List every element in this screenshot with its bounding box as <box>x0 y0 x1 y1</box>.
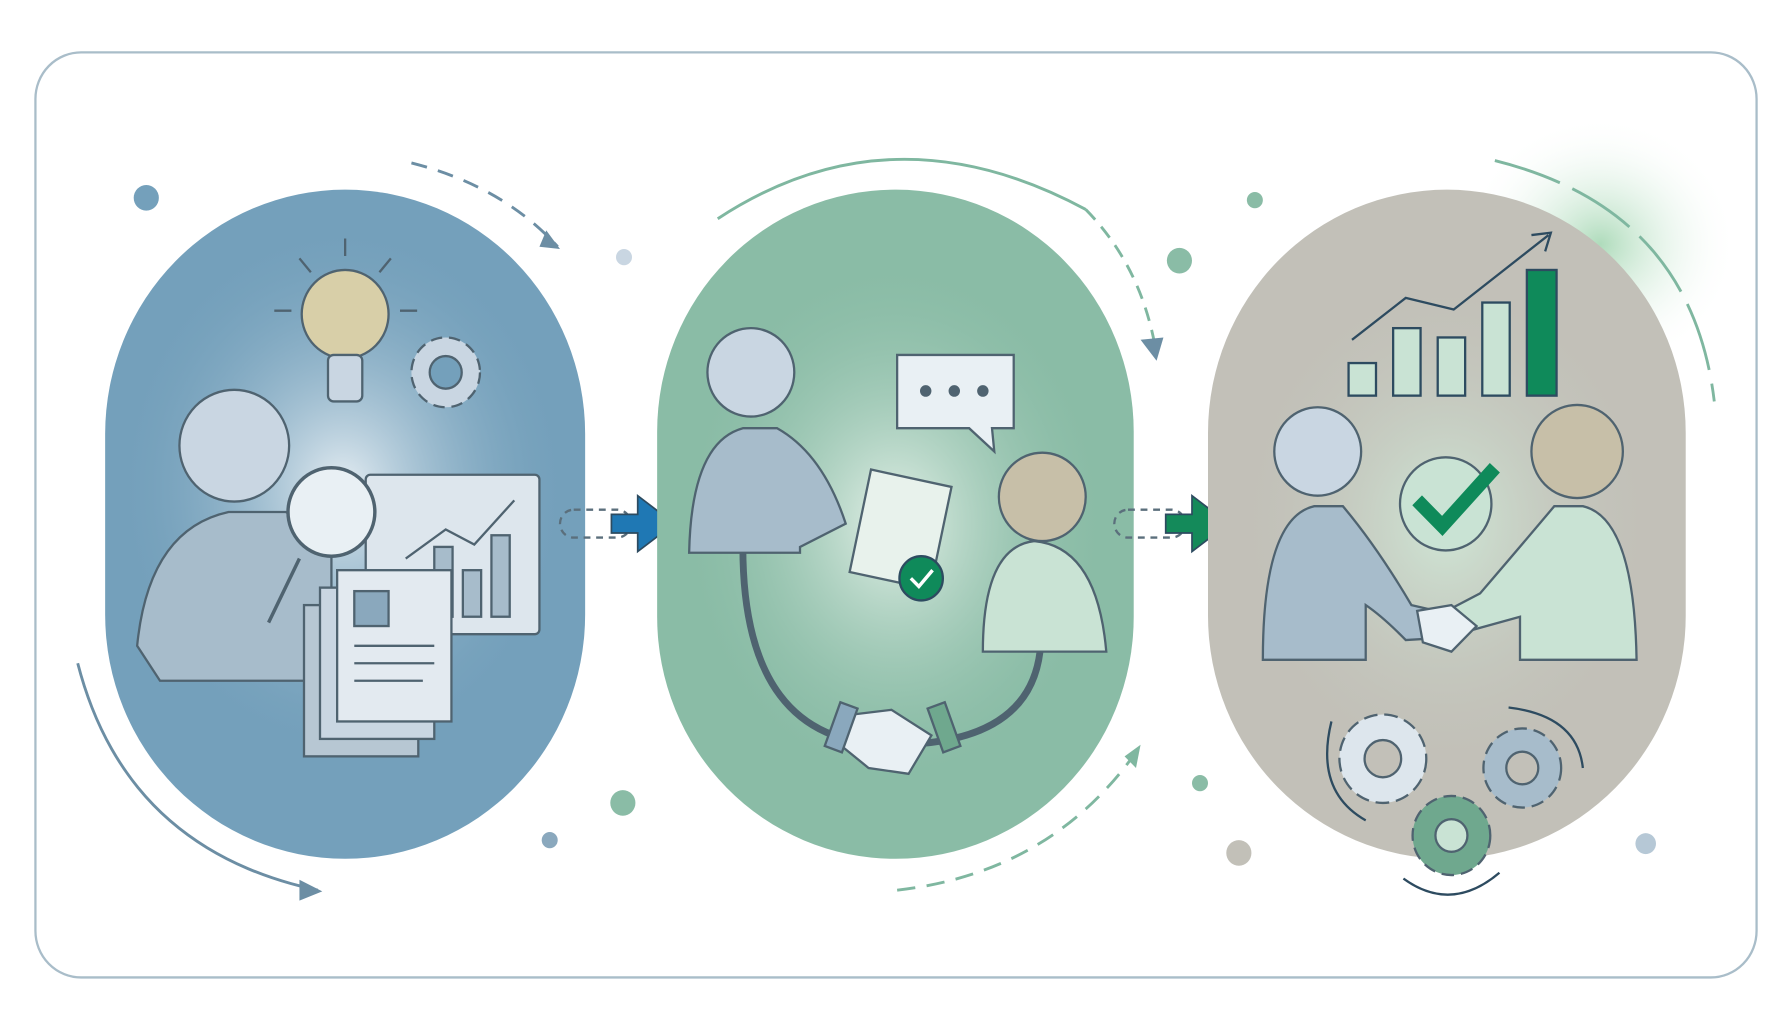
stage-research <box>76 161 586 901</box>
document-stack-icon <box>302 569 453 758</box>
magnifier-icon <box>267 466 377 624</box>
chat-bubble-icon <box>896 353 1015 455</box>
person-icon <box>1438 403 1638 661</box>
handshake-icon <box>1415 603 1479 653</box>
lightbulb-icon <box>274 238 418 403</box>
bar-chart-icon <box>1347 231 1558 397</box>
decorative-dots <box>133 185 1656 866</box>
stage-agreement <box>657 157 1164 892</box>
gear-icon <box>410 336 482 409</box>
person-icon <box>1261 406 1453 661</box>
handshake-icon <box>823 700 962 776</box>
cycle-arrow-icon <box>411 161 559 248</box>
checkmark-icon <box>1398 456 1500 552</box>
gears-icon <box>1326 706 1584 896</box>
person-icon <box>135 388 333 682</box>
arrow-connector-1 <box>558 493 676 554</box>
person-icon <box>687 326 848 554</box>
person-icon <box>981 451 1108 653</box>
signed-document-icon <box>848 468 953 602</box>
stage-growth <box>1208 116 1738 896</box>
